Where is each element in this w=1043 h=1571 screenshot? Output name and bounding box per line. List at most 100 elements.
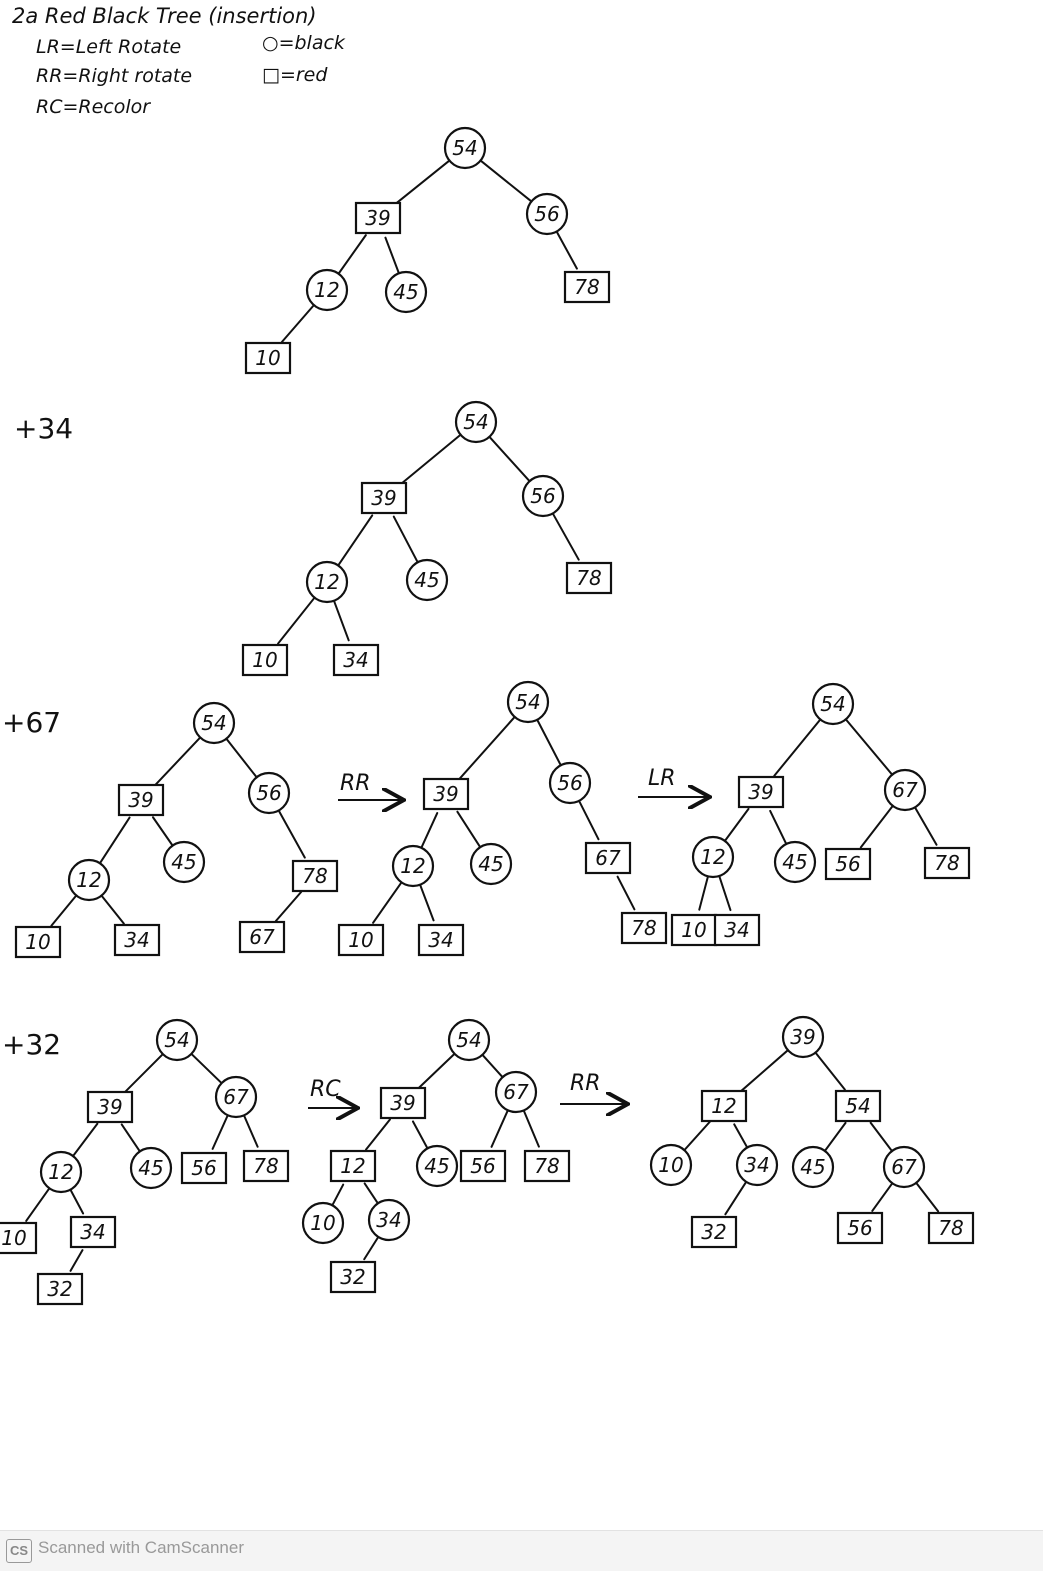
black-node: 54 [192, 701, 236, 745]
page-title: 2a Red Black Tree (insertion) [12, 4, 317, 28]
red-node: 78 [242, 1149, 290, 1183]
node-value: 10 [25, 930, 50, 954]
tree-edge [869, 1121, 893, 1152]
tree-edge [914, 807, 938, 846]
black-node: 10 [649, 1143, 693, 1187]
red-node: 39 [422, 777, 470, 811]
node-value: 56 [530, 484, 555, 508]
tree-edge [698, 876, 709, 911]
node-value: 54 [820, 692, 845, 716]
step-insert-67: +67 [2, 706, 62, 739]
black-node: 54 [506, 680, 550, 724]
black-node: 45 [384, 270, 428, 314]
node-value: 45 [782, 850, 807, 874]
node-value: 45 [478, 852, 503, 876]
tree-edge [399, 434, 461, 486]
node-value: 10 [658, 1153, 683, 1177]
black-node: 12 [67, 858, 111, 902]
black-node: 54 [443, 126, 487, 170]
black-node: 45 [469, 842, 513, 886]
tree-edge [773, 719, 821, 777]
tree-edge [101, 895, 125, 925]
tree-edge [490, 1110, 509, 1148]
tree-edge [738, 1049, 789, 1094]
black-node: 67 [214, 1075, 258, 1119]
black-node: 54 [155, 1018, 199, 1062]
node-value: 54 [201, 711, 226, 735]
tree-edge [191, 1053, 222, 1084]
node-value: 56 [534, 202, 559, 226]
node-value: 32 [47, 1277, 72, 1301]
tree-edge [420, 812, 439, 848]
node-value: 39 [97, 1095, 122, 1119]
node-value: 78 [534, 1154, 559, 1178]
tree-edge [458, 716, 516, 780]
red-node: 32 [690, 1215, 738, 1249]
red-node: 10 [670, 913, 718, 947]
tree-edge [363, 1236, 379, 1261]
node-value: 78 [631, 916, 656, 940]
node-value: 56 [847, 1216, 872, 1240]
black-node: 56 [548, 761, 592, 805]
node-value: 67 [249, 925, 275, 949]
tree-edge [552, 513, 580, 561]
black-node: 67 [883, 768, 927, 812]
node-value: 12 [711, 1094, 736, 1118]
tree-edge [915, 1182, 940, 1213]
tree-edge [72, 1122, 99, 1157]
tree-edge [333, 600, 350, 642]
black-node: 45 [415, 1144, 459, 1188]
tree-edge [769, 809, 787, 845]
node-value: 67 [503, 1080, 529, 1104]
red-node: 34 [332, 643, 380, 677]
node-value: 54 [845, 1094, 870, 1118]
node-value: 39 [433, 782, 458, 806]
node-value: 45 [393, 280, 418, 304]
tree-edge [482, 1054, 503, 1078]
node-value: 39 [365, 206, 390, 230]
black-node: 12 [691, 835, 735, 879]
tree-edge [69, 1189, 85, 1215]
red-node: 10 [14, 925, 62, 959]
red-node: 32 [329, 1260, 377, 1294]
red-node: 39 [737, 775, 785, 809]
tree-edge [280, 304, 315, 344]
transform-label-a1: RR [340, 771, 371, 796]
red-node: 10 [241, 643, 289, 677]
tree-edge [69, 1249, 84, 1272]
tree-edge [151, 816, 174, 846]
tree-edge [25, 1188, 50, 1222]
tree-edge [338, 234, 367, 274]
node-value: 12 [314, 570, 339, 594]
node-value: 78 [576, 566, 601, 590]
tree-edge [50, 895, 77, 927]
red-node: 10 [337, 923, 385, 957]
red-node: 67 [584, 841, 632, 875]
scanner-footer: CS Scanned with CamScanner [0, 1530, 1043, 1571]
black-node: 67 [494, 1070, 538, 1114]
black-node: 54 [454, 400, 498, 444]
step-insert-32: +32 [2, 1028, 62, 1061]
tree-edge [456, 810, 481, 848]
node-value: 56 [256, 781, 281, 805]
tree-edge [123, 1053, 164, 1094]
black-node: 45 [773, 840, 817, 884]
node-value: 54 [452, 136, 477, 160]
transform-label-a4: RR [570, 1071, 601, 1096]
tree-edge [277, 597, 315, 645]
black-node: 10 [301, 1201, 345, 1245]
node-value: 78 [574, 275, 599, 299]
node-value: 12 [314, 278, 339, 302]
red-node: 39 [117, 783, 165, 817]
legend-black-circle: ○=black [262, 32, 345, 54]
node-value: 34 [124, 928, 149, 952]
black-node: 34 [367, 1198, 411, 1242]
node-value: 45 [138, 1156, 163, 1180]
black-node: 54 [447, 1018, 491, 1062]
red-node: 78 [927, 1211, 975, 1245]
tree-edge [536, 719, 562, 766]
